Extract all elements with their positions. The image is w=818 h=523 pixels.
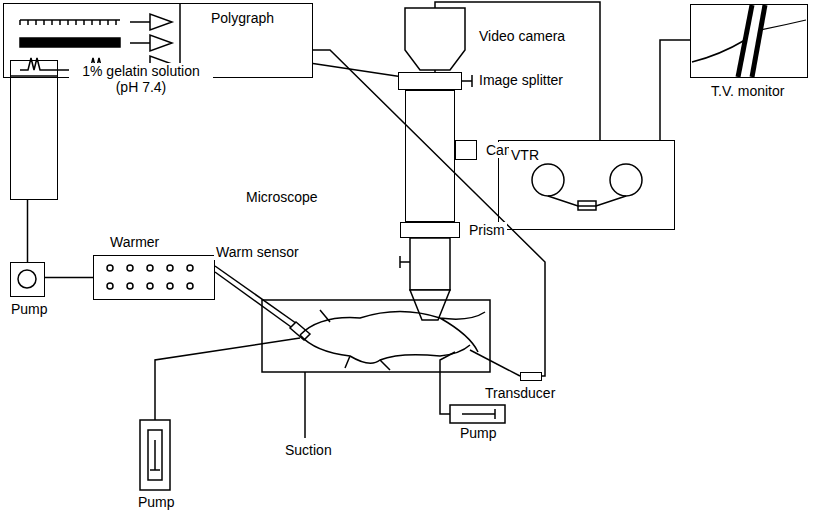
microscope-tube: Microscope [405,90,455,222]
vtr-box: VTR [498,140,675,230]
perfusion-tube [215,272,298,332]
animal-outline [300,310,485,370]
node-label: Transducer [483,385,557,401]
prism-box: Prism [400,222,460,238]
vtr-reels [532,164,642,210]
solution-level [10,75,58,77]
image-splitter: Image splitter [398,72,462,90]
node-label: Prism [467,222,507,238]
camera-box: Camera [455,140,477,160]
node-label: Polygraph [209,10,276,26]
connector-line [313,50,545,376]
node-label: T.V. monitor [709,83,786,99]
connector-line [45,277,93,279]
cannula [290,322,310,340]
transducer-box: Transducer [520,372,542,381]
splitter-knob [462,75,472,87]
node-label: Pump [458,425,499,441]
focus-knob [400,261,410,263]
node-label: Video camera [477,28,567,44]
node-label: Image splitter [477,72,565,88]
focus-knob-end [399,256,401,268]
node-label: VTR [509,147,541,163]
syringe-pump: Pump [450,405,505,423]
node-label: 1% gelatin solution (pH 7.4) [69,63,213,95]
suction-tube [304,372,306,438]
part-label: Warm sensor [214,244,301,260]
transducer-line [470,350,520,376]
syringe-pump [140,338,300,490]
video-camera: Video camera [405,8,465,70]
roller-pump: Pump [10,262,45,297]
solution-reservoir: 1% gelatin solution (pH 7.4) [10,60,58,200]
connector-line [435,2,600,140]
warmer-box: Warmer [93,255,215,300]
syringe-pump: Pump [140,420,170,490]
monitor-box: T.V. monitor [690,4,808,78]
connector-line [27,200,29,262]
node-label: Pump [136,494,177,510]
node-label: Warmer [108,234,161,250]
video-camera-body [405,8,465,70]
pump-roller [18,270,36,288]
warmer-dots [107,265,193,289]
microscope-lower-tube [410,238,450,290]
warm-sensor-wire [215,266,300,326]
node-label: Microscope [244,189,320,205]
monitor-image [692,5,806,77]
connector-line [660,40,690,140]
animal-stage [262,300,490,372]
part-label: Suction [283,442,334,458]
node-label: Pump [9,301,50,317]
